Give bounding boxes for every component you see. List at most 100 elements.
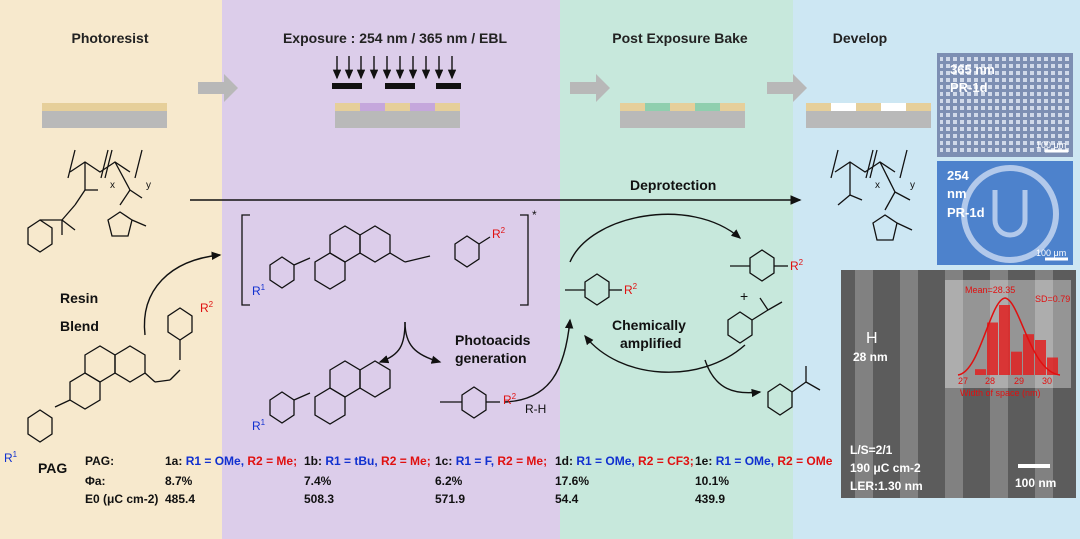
deprotected-polymer-structure [830,149,913,241]
phi-1e: 10.1% [695,474,730,488]
table-row-label-e0: E0 (μC cm-2) [85,492,159,506]
carbocation-structure [727,297,783,344]
sem-scale-label: 100 nm [1015,476,1057,490]
histogram-bar [1023,334,1034,375]
wafer-exposure [335,103,460,128]
sem-lines [855,270,1053,498]
label-y-resin: y [146,180,151,191]
panel-photoresist [0,0,222,539]
step-title-post-exposure-bake: Post Exposure Bake [612,30,748,46]
sulfonyl-radical-structure [440,386,500,419]
sem-label-ls: L/S=2/1 [850,443,893,457]
byproduct-arrow [704,359,762,398]
histogram-bar [1047,357,1058,375]
label-y-product: y [910,180,915,191]
alpha-methylstyrene-structure [767,366,821,416]
photomask [332,83,461,89]
sem-label-dose: 190 μC cm-2 [850,461,921,475]
dot-array [940,56,1070,154]
excited-pag-structure [241,214,529,306]
hist-tick-28: 28 [985,376,996,386]
step-title-develop: Develop [832,30,888,46]
img1-label-wavelength: 365 nm [950,62,995,77]
e0-1c: 571.9 [435,492,466,506]
label-r2-radical: R2 [503,392,517,407]
compound-1d: 1d: R1 = OMe, R2 = CF3; [555,454,694,468]
histogram-bar [1011,351,1022,375]
step-title-exposure: Exposure : 254 nm / 365 nm / EBL [282,30,508,46]
label-r1-excited: R1 [252,283,266,298]
table-row-label-phi: Φa: [85,474,106,488]
label-r2-acid: R2 [624,282,638,297]
histogram-bars [975,305,1058,375]
catalytic-cycle-lower [584,334,746,373]
wafer-peb [620,103,745,128]
histogram-bar [1035,340,1046,375]
label-rh: R-H [525,402,547,416]
histogram-bar [975,369,986,375]
wafer-develop [806,103,931,128]
wafer-photoresist [42,103,167,128]
hydrogen-abstraction-arrow [504,318,574,403]
e0-1d: 54.4 [555,492,579,506]
hist-xlabel: Width of space (nm) [960,388,1041,398]
step-title-photoresist: Photoresist [71,30,149,46]
pag-structure [27,307,193,443]
img2-label-unit: nm [947,186,967,201]
img1-scale-label: 100 μm [1036,140,1067,150]
hist-sd-label: SD=0.79 [1035,294,1071,304]
imide-radical-structure [269,360,391,425]
resin-structure [27,149,147,253]
label-resin: Resin [60,290,99,306]
img2-label-sample: PR-1d [947,205,985,220]
optical-image-254nm [937,161,1073,265]
sulfonate-anion-structure [730,249,788,282]
phi-1a: 8.7% [165,474,193,488]
histogram-bar [987,322,998,375]
e0-1b: 508.3 [304,492,335,506]
label-r1-imide: R1 [252,418,266,433]
hist-tick-29: 29 [1014,376,1025,386]
compound-1c: 1c: R1 = F, R2 = Me; [435,454,548,468]
label-generation: generation [455,350,527,366]
sem-label-width: 28 nm [853,350,888,364]
label-excited-star: * [532,208,537,222]
label-r2-anion: R2 [790,258,804,273]
label-x-product: x [875,180,880,191]
label-deprotection: Deprotection [630,177,717,193]
gaussian-fit-curve [957,297,1061,376]
panel-exposure [222,0,560,539]
compound-1e: 1e: R1 = OMe, R2 = OMe [695,454,833,468]
hist-mean-label: Mean=28.35 [965,285,1016,295]
img2-scale-label: 100 μm [1036,248,1067,258]
label-plus: + [740,288,749,304]
label-photoacids: Photoacids [455,332,531,348]
e0-1e: 439.9 [695,492,726,506]
table-row-label-pag: PAG: [85,454,115,468]
img1-label-sample: PR-1d [950,80,988,95]
phi-1d: 17.6% [555,474,590,488]
catalytic-cycle-upper [569,213,742,263]
sulfonic-acid-structure [565,273,622,306]
phi-1b: 7.4% [304,474,332,488]
fork-arrows [378,321,442,364]
label-chemically: Chemically [612,317,686,333]
e0-1a: 485.4 [165,492,196,506]
label-pag: PAG [38,460,68,476]
compound-1a: 1a: R1 = OMe, R2 = Me; [165,454,298,468]
blend-arrow [143,251,222,336]
label-r1-pag: R1 [4,450,18,465]
hist-tick-27: 27 [958,376,969,386]
sem-label-h: H [866,330,878,347]
university-logo [961,165,1059,263]
label-r2-excited: R2 [492,226,506,241]
compound-1b: 1b: R1 = tBu, R2 = Me; [304,454,431,468]
sem-label-ler: LER:1.30 nm [850,479,923,493]
exposure-arrows [332,56,457,80]
label-amplified: amplified [620,335,682,351]
label-x-resin: x [110,180,115,191]
hist-tick-30: 30 [1042,376,1053,386]
label-r2-pag: R2 [200,300,214,315]
histogram-bar [999,305,1010,375]
